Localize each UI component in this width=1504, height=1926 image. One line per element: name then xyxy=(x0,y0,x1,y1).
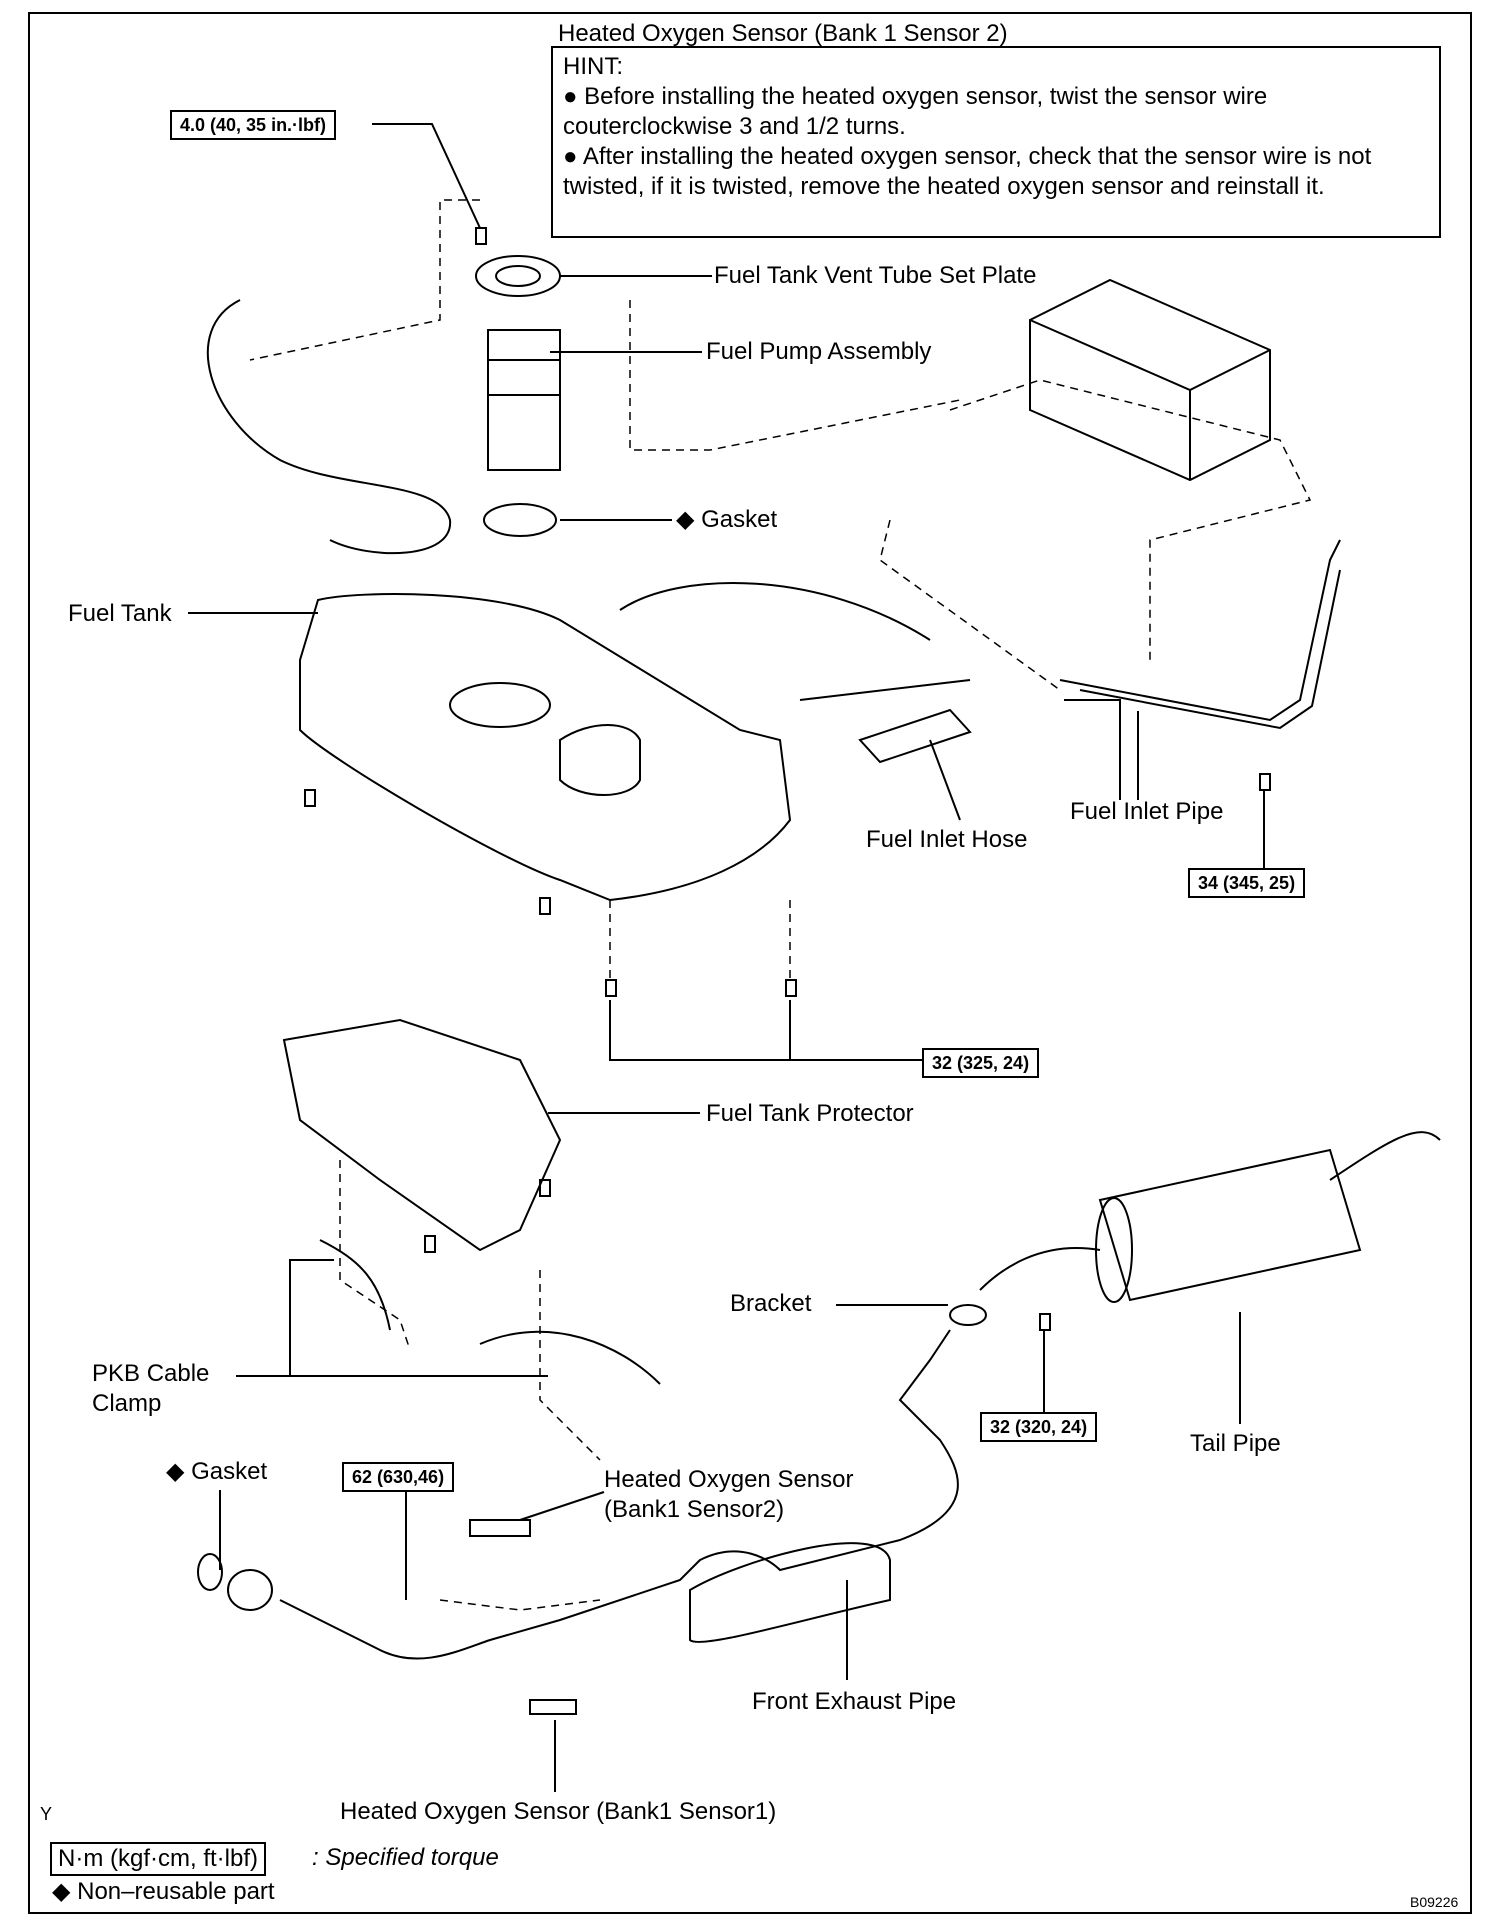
tail-pipe-shape xyxy=(1098,1148,1362,1302)
leader-inlet-hose xyxy=(929,739,961,821)
torque-box-4: 32 (320, 24) xyxy=(980,1412,1098,1442)
dash-7 xyxy=(339,1160,411,1351)
hint-title: Heated Oxygen Sensor (Bank 1 Sensor 2) xyxy=(558,20,1008,47)
legend-torque-text: : Specified torque xyxy=(312,1844,499,1871)
dash-3 xyxy=(949,379,1312,660)
sensor-wire-shape xyxy=(206,299,452,555)
label-y-mark: Y xyxy=(40,1804,53,1824)
fuel-inlet-pipe-shape xyxy=(1059,539,1341,722)
front-exhaust-pipe-shape xyxy=(279,1329,959,1660)
label-fuel-inlet-hose: Fuel Inlet Hose xyxy=(866,826,1028,853)
torque-box-2: 34 (345, 25) xyxy=(1188,868,1306,898)
ho2s2-shape xyxy=(469,1519,531,1537)
label-fuel-tank-protector: Fuel Tank Protector xyxy=(706,1100,914,1127)
leader-pkb xyxy=(236,1259,334,1377)
vent-plate-shape xyxy=(475,255,561,297)
dash-9 xyxy=(439,1599,601,1611)
label-fuel-inlet-pipe: Fuel Inlet Pipe xyxy=(1070,798,1224,825)
leader-ho2s2 xyxy=(519,1491,605,1521)
gasket-top-shape xyxy=(483,503,557,537)
fuel-pump-shape xyxy=(487,329,561,471)
leader-inlet-pipe-2 xyxy=(1064,699,1121,800)
label-gasket-top: ◆ Gasket xyxy=(676,506,778,533)
label-front-exhaust-pipe: Front Exhaust Pipe xyxy=(752,1688,957,1715)
dash-1 xyxy=(249,199,480,361)
label-ho2s-bank1-sensor1: Heated Oxygen Sensor (Bank1 Sensor1) xyxy=(340,1798,777,1825)
pkb-clamp-shape-2 xyxy=(479,1330,661,1385)
label-ho2s-bank1-sensor2-line2: (Bank1 Sensor2) xyxy=(604,1496,785,1523)
label-vent-plate: Fuel Tank Vent Tube Set Plate xyxy=(714,262,1037,289)
hint-box: HINT: ● Before installing the heated oxy… xyxy=(551,46,1441,238)
hint-line-1: ● Before installing the heated oxygen se… xyxy=(563,83,1268,140)
fuel-tank-shape xyxy=(299,593,792,902)
hint-label: HINT: xyxy=(563,53,623,80)
bolts xyxy=(304,227,1271,1331)
protector-shape xyxy=(282,1018,562,1252)
label-pkb-clamp: Clamp xyxy=(92,1390,162,1417)
dash-8 xyxy=(539,1270,601,1461)
drawing-code: B09226 xyxy=(1410,1894,1459,1910)
diagram-frame xyxy=(28,12,1472,1914)
label-tail-pipe: Tail Pipe xyxy=(1190,1430,1281,1457)
torque-box-1: 4.0 (40, 35 in.·lbf) xyxy=(170,110,337,140)
leader-torque-1 xyxy=(372,123,481,229)
torque-box-5: 62 (630,46) xyxy=(342,1462,455,1492)
label-ho2s-bank1-sensor2-line1: Heated Oxygen Sensor xyxy=(604,1466,854,1493)
ho2s1-shape xyxy=(529,1699,577,1715)
torque-box-3: 32 (325, 24) xyxy=(922,1048,1040,1078)
bracket-shape xyxy=(949,1304,987,1326)
dash-2 xyxy=(629,300,961,451)
pkb-clamp-shape-1 xyxy=(319,1239,391,1331)
gasket-bottom-shape xyxy=(197,1553,223,1591)
legend-nonreusable: ◆ Non–reusable part xyxy=(52,1878,275,1905)
canister-shape xyxy=(1029,278,1271,482)
label-fuel-tank: Fuel Tank xyxy=(68,600,172,627)
fuel-inlet-hose-shape xyxy=(858,708,972,764)
label-bracket: Bracket xyxy=(730,1290,812,1317)
dash-4 xyxy=(879,519,1061,691)
hint-line-2: ● After installing the heated oxygen sen… xyxy=(563,143,1372,200)
legend-unit-box: N·m (kgf·cm, ft·lbf) xyxy=(50,1842,266,1876)
label-fuel-pump: Fuel Pump Assembly xyxy=(706,338,932,365)
leader-torque-3 xyxy=(609,1000,922,1061)
label-gasket-bottom: ◆ Gasket xyxy=(166,1458,268,1485)
label-pkb-cable: PKB Cable xyxy=(92,1360,210,1387)
